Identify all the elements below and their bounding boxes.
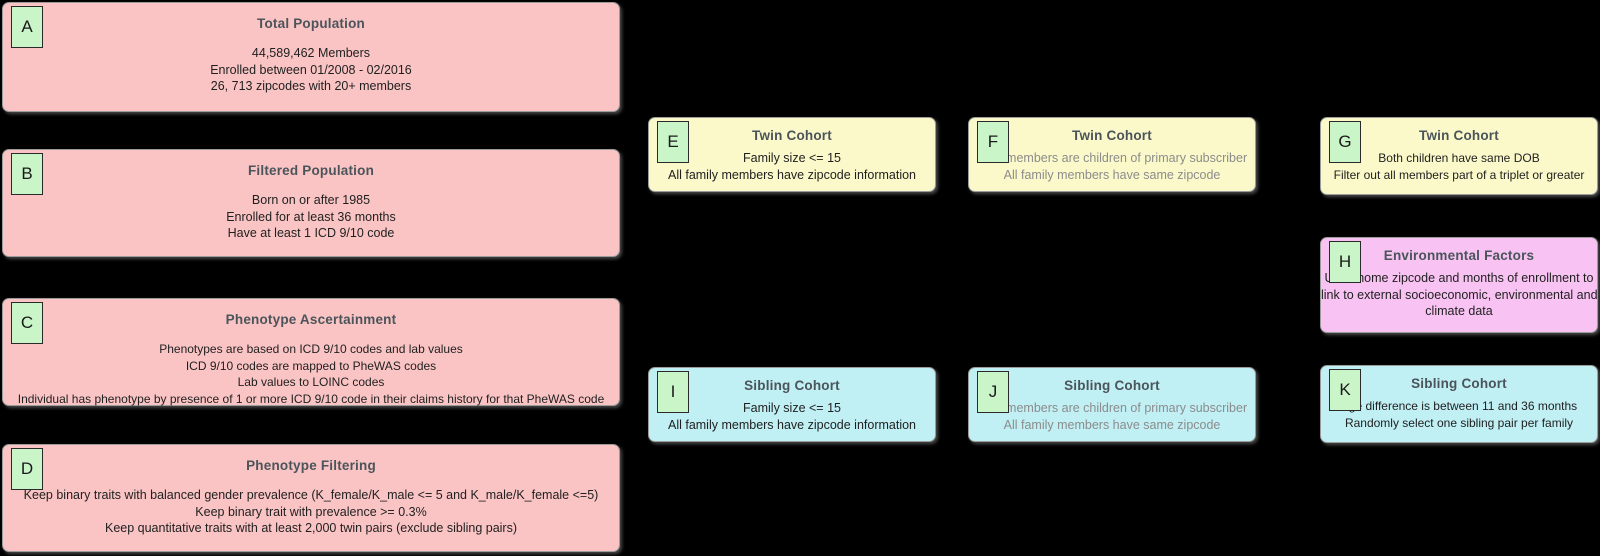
node-body: Family size <= 15 All family members hav…	[649, 400, 935, 433]
node-line: Keep quantitative traits with at least 2…	[104, 521, 518, 535]
node-body: Keep binary traits with balanced gender …	[3, 487, 619, 537]
node-line: Age difference is between 11 and 36 mont…	[1340, 399, 1578, 413]
node-line: Individual has phenotype by presence of …	[17, 391, 605, 406]
node-line: link to external socioeconomic, environm…	[1321, 287, 1598, 302]
node-line: Have at least 1 ICD 9/10 code	[227, 226, 395, 240]
node-body: Both children have same DOB Filter out a…	[1321, 150, 1597, 183]
node-title: Twin Cohort	[752, 128, 832, 143]
node-letter-badge: G	[1329, 121, 1361, 163]
node-line: climate data	[1425, 304, 1493, 318]
node-environmental-factors: H Environmental Factors Used home zipcod…	[1320, 237, 1598, 333]
node-body: Both members are children of primary sub…	[969, 400, 1255, 433]
node-title: Sibling Cohort	[744, 378, 840, 393]
node-line: Lab values to LOINC codes	[237, 375, 385, 389]
node-letter: E	[667, 132, 679, 151]
node-body: Born on or after 1985 Enrolled for at le…	[3, 192, 619, 242]
node-title: Filtered Population	[247, 163, 375, 178]
node-letter-badge: F	[977, 121, 1009, 163]
node-letter: I	[670, 382, 676, 401]
node-letter-badge: C	[11, 302, 43, 344]
node-sibling-cohort-j: J Sibling Cohort Both members are childr…	[968, 367, 1256, 442]
node-line: 26, 713 zipcodes with 20+ members	[210, 79, 412, 93]
node-title: Phenotype Ascertainment	[225, 312, 397, 327]
node-phenotype-filtering: D Phenotype Filtering Keep binary traits…	[2, 444, 620, 552]
node-letter-badge: D	[11, 448, 43, 490]
node-sibling-cohort-i: I Sibling Cohort Family size <= 15 All f…	[648, 367, 936, 442]
node-body: 44,589,462 Members Enrolled between 01/2…	[3, 45, 619, 95]
node-letter-badge: A	[11, 6, 43, 48]
node-title: Phenotype Filtering	[246, 458, 376, 473]
node-line: Enrolled between 01/2008 - 02/2016	[210, 62, 412, 77]
node-line: Family size <= 15	[743, 401, 841, 415]
node-sibling-cohort-k: K Sibling Cohort Age difference is betwe…	[1320, 365, 1598, 443]
node-letter-badge: E	[657, 121, 689, 163]
node-filtered-population: B Filtered Population Born on or after 1…	[2, 149, 620, 257]
node-title: Sibling Cohort	[1411, 376, 1507, 391]
node-twin-cohort-g: G Twin Cohort Both children have same DO…	[1320, 117, 1598, 195]
node-title: Twin Cohort	[1072, 128, 1152, 143]
node-letter: F	[987, 132, 999, 151]
node-letter: K	[1339, 380, 1351, 399]
node-line: Phenotypes are based on ICD 9/10 codes a…	[159, 342, 463, 356]
node-line: Filter out all members part of a triplet…	[1333, 167, 1585, 182]
node-letter: B	[21, 164, 33, 183]
node-line: Randomly select one sibling pair per fam…	[1344, 415, 1574, 430]
node-line: Both members are children of primary sub…	[976, 151, 1248, 165]
node-title: Twin Cohort	[1419, 128, 1499, 143]
node-twin-cohort-f: F Twin Cohort Both members are children …	[968, 117, 1256, 192]
node-phenotype-ascertainment: C Phenotype Ascertainment Phenotypes are…	[2, 298, 620, 406]
node-letter-badge: I	[657, 371, 689, 413]
node-letter-badge: K	[1329, 369, 1361, 411]
node-line: All family members have same zipcode	[1003, 417, 1221, 432]
node-letter: D	[20, 459, 34, 478]
node-letter-badge: B	[11, 153, 43, 195]
node-letter-badge: H	[1329, 241, 1361, 283]
node-letter: J	[988, 382, 998, 401]
node-line: All family members have zipcode informat…	[667, 417, 917, 432]
node-letter: A	[21, 17, 33, 36]
node-letter: C	[20, 313, 34, 332]
node-line: All family members have zipcode informat…	[667, 167, 917, 182]
node-total-population: A Total Population 44,589,462 Members En…	[2, 2, 620, 112]
node-line: Both members are children of primary sub…	[976, 401, 1248, 415]
node-title: Environmental Factors	[1383, 248, 1535, 263]
node-line: Both children have same DOB	[1378, 151, 1540, 165]
node-line: All family members have same zipcode	[1003, 167, 1221, 182]
node-line: Family size <= 15	[743, 151, 841, 165]
node-line: ICD 9/10 codes are mapped to PheWAS code…	[185, 358, 437, 373]
node-line: 44,589,462 Members	[251, 46, 371, 60]
node-twin-cohort-e: E Twin Cohort Family size <= 15 All fami…	[648, 117, 936, 192]
node-line: Keep binary trait with prevalence >= 0.3…	[195, 504, 427, 519]
node-title: Total Population	[257, 16, 365, 31]
node-body: Family size <= 15 All family members hav…	[649, 150, 935, 183]
node-line: Born on or after 1985	[251, 193, 371, 207]
node-letter: G	[1338, 132, 1352, 151]
node-body: Phenotypes are based on ICD 9/10 codes a…	[3, 341, 619, 407]
node-line: Keep binary traits with balanced gender …	[23, 488, 599, 502]
node-line: Used home zipcode and months of enrollme…	[1324, 271, 1594, 285]
node-title: Sibling Cohort	[1064, 378, 1160, 393]
node-body: Used home zipcode and months of enrollme…	[1321, 270, 1598, 320]
node-line: Enrolled for at least 36 months	[226, 209, 396, 224]
node-body: Age difference is between 11 and 36 mont…	[1321, 398, 1597, 431]
node-letter-badge: J	[977, 371, 1009, 413]
node-body: Both members are children of primary sub…	[969, 150, 1255, 183]
node-letter: H	[1338, 252, 1352, 271]
